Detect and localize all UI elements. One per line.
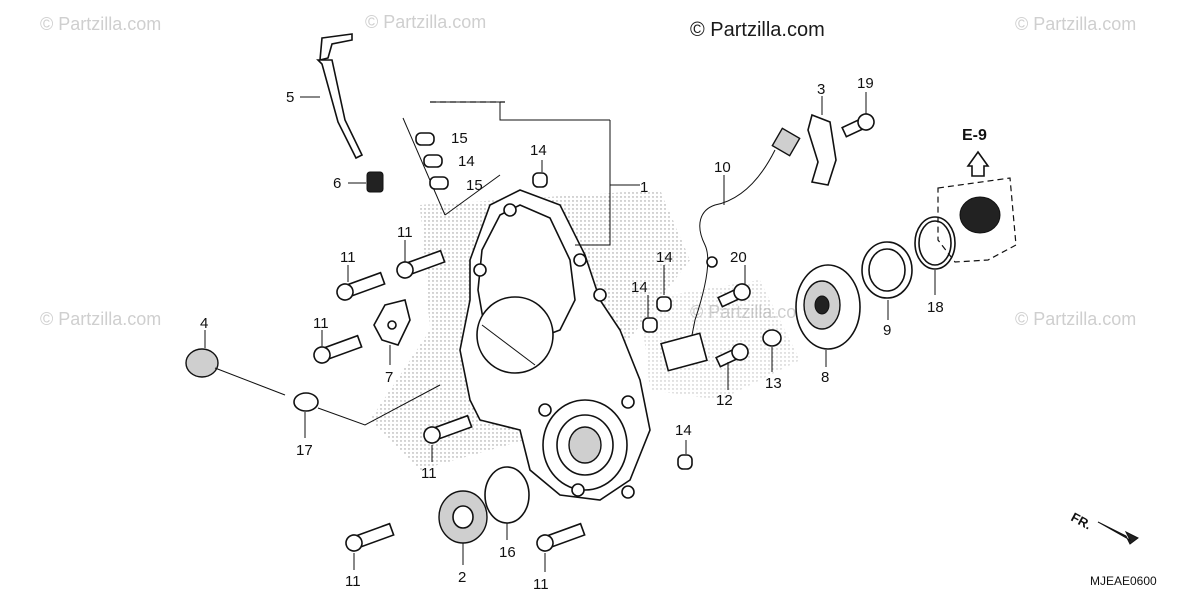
part-8-starter-clutch — [795, 264, 861, 350]
callout-7: 7 — [385, 369, 393, 386]
callout-20-b: 20 — [730, 249, 747, 266]
callout-8: 8 — [821, 369, 829, 386]
callout-3: 3 — [817, 81, 825, 98]
part-2-cover-plug — [438, 490, 488, 544]
callout-11-b: 11 — [397, 224, 413, 241]
watermark-main: © Partzilla.com — [690, 19, 825, 41]
part-11-bolts — [313, 249, 586, 552]
part-10-sensor-harness — [660, 127, 801, 372]
callout-16: 15 — [451, 130, 468, 147]
callout-14-c: 14 — [631, 279, 648, 296]
part-7-bracket — [373, 299, 411, 346]
part-5-dipstick — [300, 33, 364, 160]
diagram-code: MJEAE0600 — [1090, 574, 1157, 588]
group-bracket — [402, 101, 640, 246]
part-20-bolts — [717, 113, 875, 308]
callout-2: 2 — [458, 569, 466, 586]
part-9-one-way-clutch — [861, 241, 913, 299]
part-3-clamp — [807, 113, 837, 186]
callout-5: 5 — [286, 89, 294, 106]
callout-19: 18 — [927, 299, 944, 316]
part-14-dowels — [532, 172, 693, 470]
part-13-washer — [762, 329, 782, 347]
crankcase-cover-part-1 — [459, 189, 651, 501]
part-18-leader — [317, 384, 441, 426]
callout-10: 10 — [714, 159, 731, 176]
part-19-snap-ring — [914, 216, 956, 270]
direction-label: FR. — [1069, 509, 1095, 532]
callout-6: 6 — [333, 175, 341, 192]
front-arrow-icon — [1097, 521, 1139, 545]
front-direction-indicator: FR. — [1069, 509, 1139, 545]
reference-label: E-9 — [962, 127, 987, 144]
watermark-top-left: © Partzilla.com — [40, 14, 161, 34]
watermark-mid-left: © Partzilla.com — [40, 309, 161, 329]
watermark-top-center: © Partzilla.com — [365, 12, 486, 32]
callout-labels: 1 2 3 4 5 6 7 8 9 10 11 11 11 11 11 11 1… — [200, 75, 944, 593]
callout-1: 1 — [640, 179, 648, 196]
reference-box-e9: E-9 — [937, 127, 1017, 263]
callout-17: 16 — [499, 544, 516, 561]
callout-20-a: 19 — [857, 75, 874, 92]
callout-11-c: 11 — [313, 315, 329, 332]
callout-4: 4 — [200, 315, 208, 332]
callout-11-f: 11 — [533, 576, 549, 593]
watermark-top-right: © Partzilla.com — [1015, 14, 1136, 34]
part-17-o-ring — [484, 466, 530, 524]
callout-9: 9 — [883, 322, 891, 339]
callout-14-b: 14 — [656, 249, 673, 266]
callout-11-e: 11 — [345, 573, 361, 590]
callout-11-d: 11 — [421, 465, 437, 482]
part-18-o-ring — [293, 392, 319, 412]
callout-12: 12 — [716, 392, 733, 409]
part-12-bolt — [715, 343, 749, 368]
callout-14-a: 14 — [530, 142, 547, 159]
watermark-mid-right: © Partzilla.com — [1015, 309, 1136, 329]
callout-11-a: 11 — [340, 249, 356, 266]
callout-13: 13 — [765, 375, 782, 392]
part-4-filler-cap — [185, 348, 286, 396]
callout-18: 17 — [296, 442, 313, 459]
callout-15-b: 15 — [466, 177, 483, 194]
callout-14-d: 14 — [675, 422, 692, 439]
callout-15-a: 14 — [458, 153, 475, 170]
gasket-shading-right — [640, 280, 800, 400]
parts-15-16-collars — [415, 132, 449, 190]
part-6-spring — [348, 171, 384, 193]
callout-leaders — [204, 92, 936, 572]
